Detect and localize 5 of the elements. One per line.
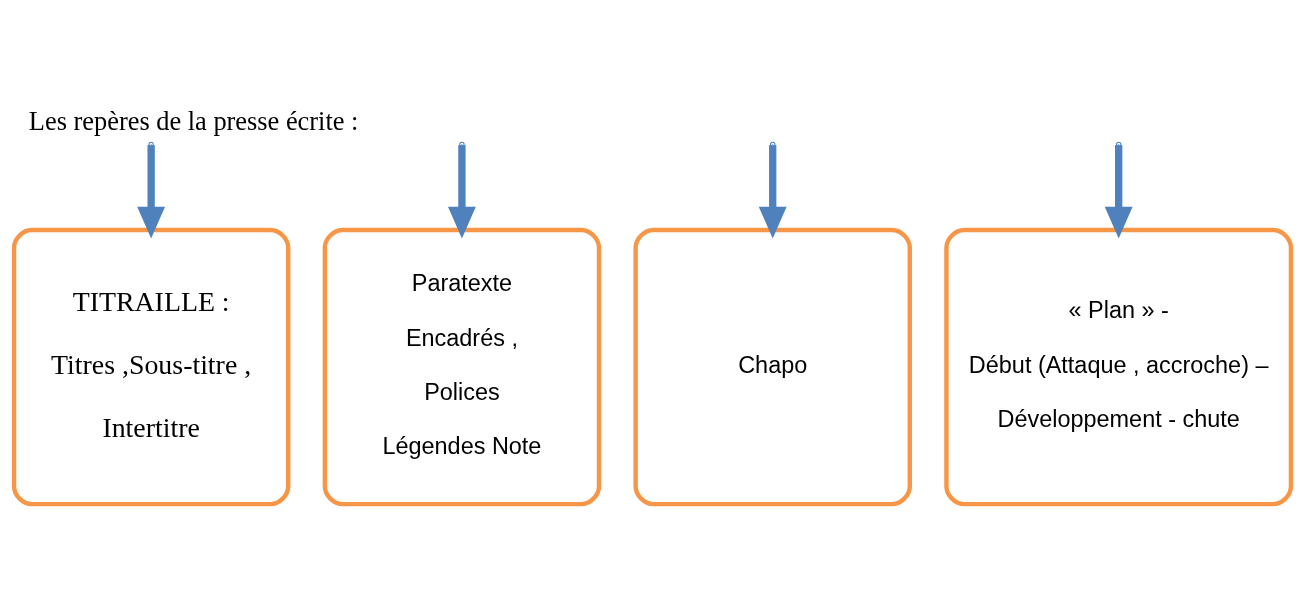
node-box: Chapo [633,227,912,506]
node-box: « Plan » - Début (Attaque , accroche) – Développement - chute [944,227,1294,506]
diagram-title: Les repères de la presse écrite : [28,105,359,136]
node-box: TITRAILLE : Titres ,Sous-titre , Intertitre [11,227,291,506]
node-box: Paratexte Encadrés , Polices Légendes Note [322,227,602,506]
